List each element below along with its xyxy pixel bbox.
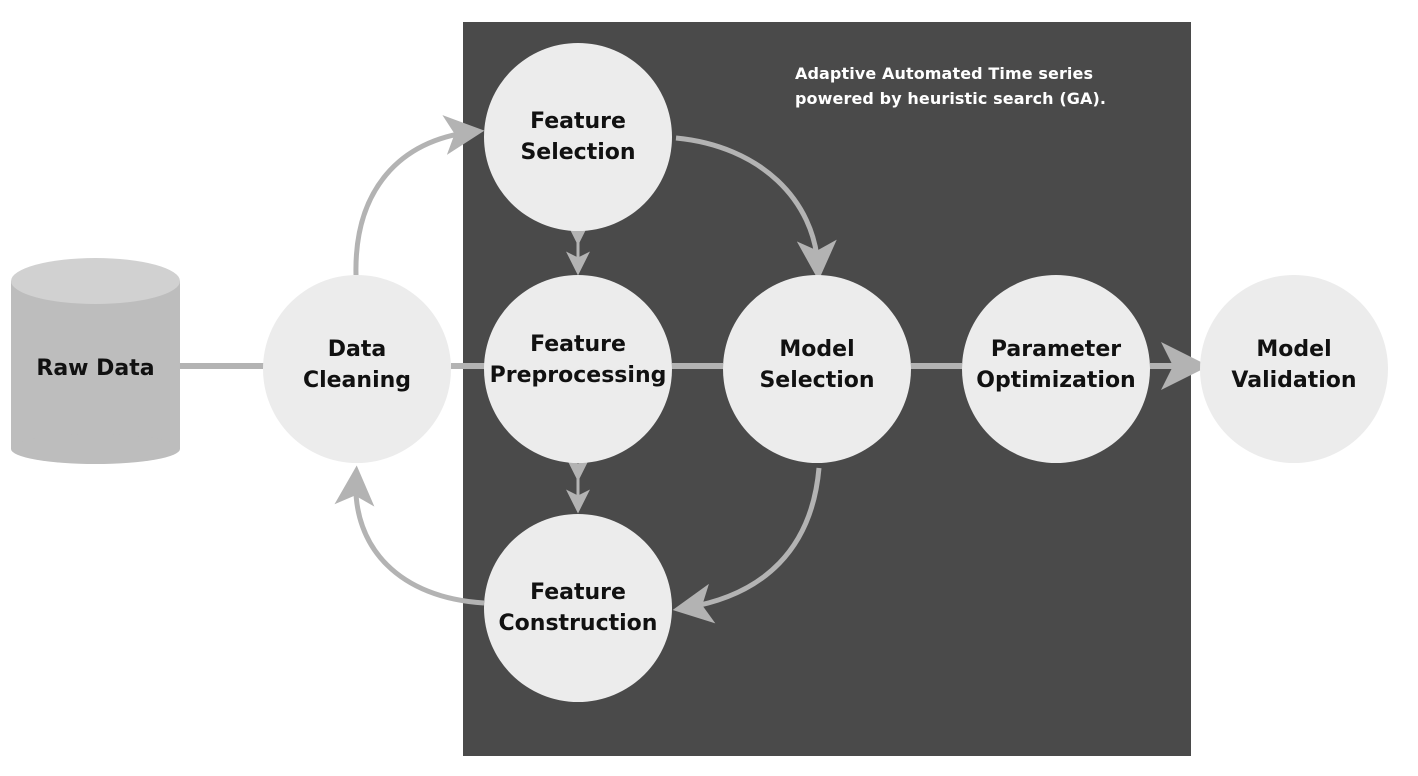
feature-selection-line-1: Feature (530, 109, 626, 134)
parameter-optimization-label: Parameter Optimization (957, 329, 1155, 401)
model-selection-label: Model Selection (723, 329, 911, 401)
panel-caption: Adaptive Automated Time series powered b… (795, 61, 1155, 111)
raw-data-text: Raw Data (36, 355, 155, 381)
data-cleaning-line-1: Data (327, 337, 387, 362)
cylinder-body (11, 281, 180, 449)
data-cleaning-label: Data Cleaning (263, 329, 451, 401)
node-feature-construction (484, 514, 672, 702)
raw-data-label: Raw Data (11, 340, 180, 396)
panel-caption-line-2: powered by heuristic search (GA). (795, 89, 1107, 108)
arrow-feature-construction-to-cleaning (334, 465, 485, 606)
model-validation-line-1: Model (1256, 337, 1332, 362)
parameter-optimization-line-2: Optimization (976, 368, 1136, 393)
model-validation-label: Model Validation (1200, 329, 1388, 401)
feature-construction-label: Feature Construction (484, 572, 672, 644)
cylinder-top (11, 258, 180, 304)
panel-caption-line-1: Adaptive Automated Time series (795, 64, 1094, 83)
arrow-model-selection-to-feature-construction (672, 467, 822, 624)
feature-construction-line-2: Construction (498, 611, 658, 636)
data-cleaning-line-2: Cleaning (302, 368, 412, 393)
model-validation-line-2: Validation (1231, 368, 1357, 393)
node-feature-preprocessing (484, 275, 672, 463)
model-selection-line-1: Model (779, 337, 855, 362)
raw-data-cylinder (11, 258, 180, 464)
feature-preprocessing-line-2: Preprocessing (489, 363, 667, 388)
feature-preprocessing-line-1: Feature (530, 332, 626, 357)
feature-preprocessing-label: Feature Preprocessing (484, 324, 672, 396)
node-data-cleaning (263, 275, 451, 463)
arrow-cleaning-to-feature-selection (353, 115, 485, 276)
node-parameter-optimization (962, 275, 1150, 463)
node-model-selection (723, 275, 911, 463)
cylinder-bottom (11, 434, 180, 464)
feature-selection-label: Feature Selection (484, 101, 672, 173)
node-feature-selection (484, 43, 672, 231)
model-selection-line-2: Selection (759, 368, 875, 393)
parameter-optimization-line-1: Parameter (990, 337, 1122, 362)
feature-selection-line-2: Selection (520, 140, 636, 165)
feature-construction-line-1: Feature (530, 580, 626, 605)
node-model-validation (1200, 275, 1388, 463)
arrow-feature-selection-to-model-selection (675, 135, 837, 281)
